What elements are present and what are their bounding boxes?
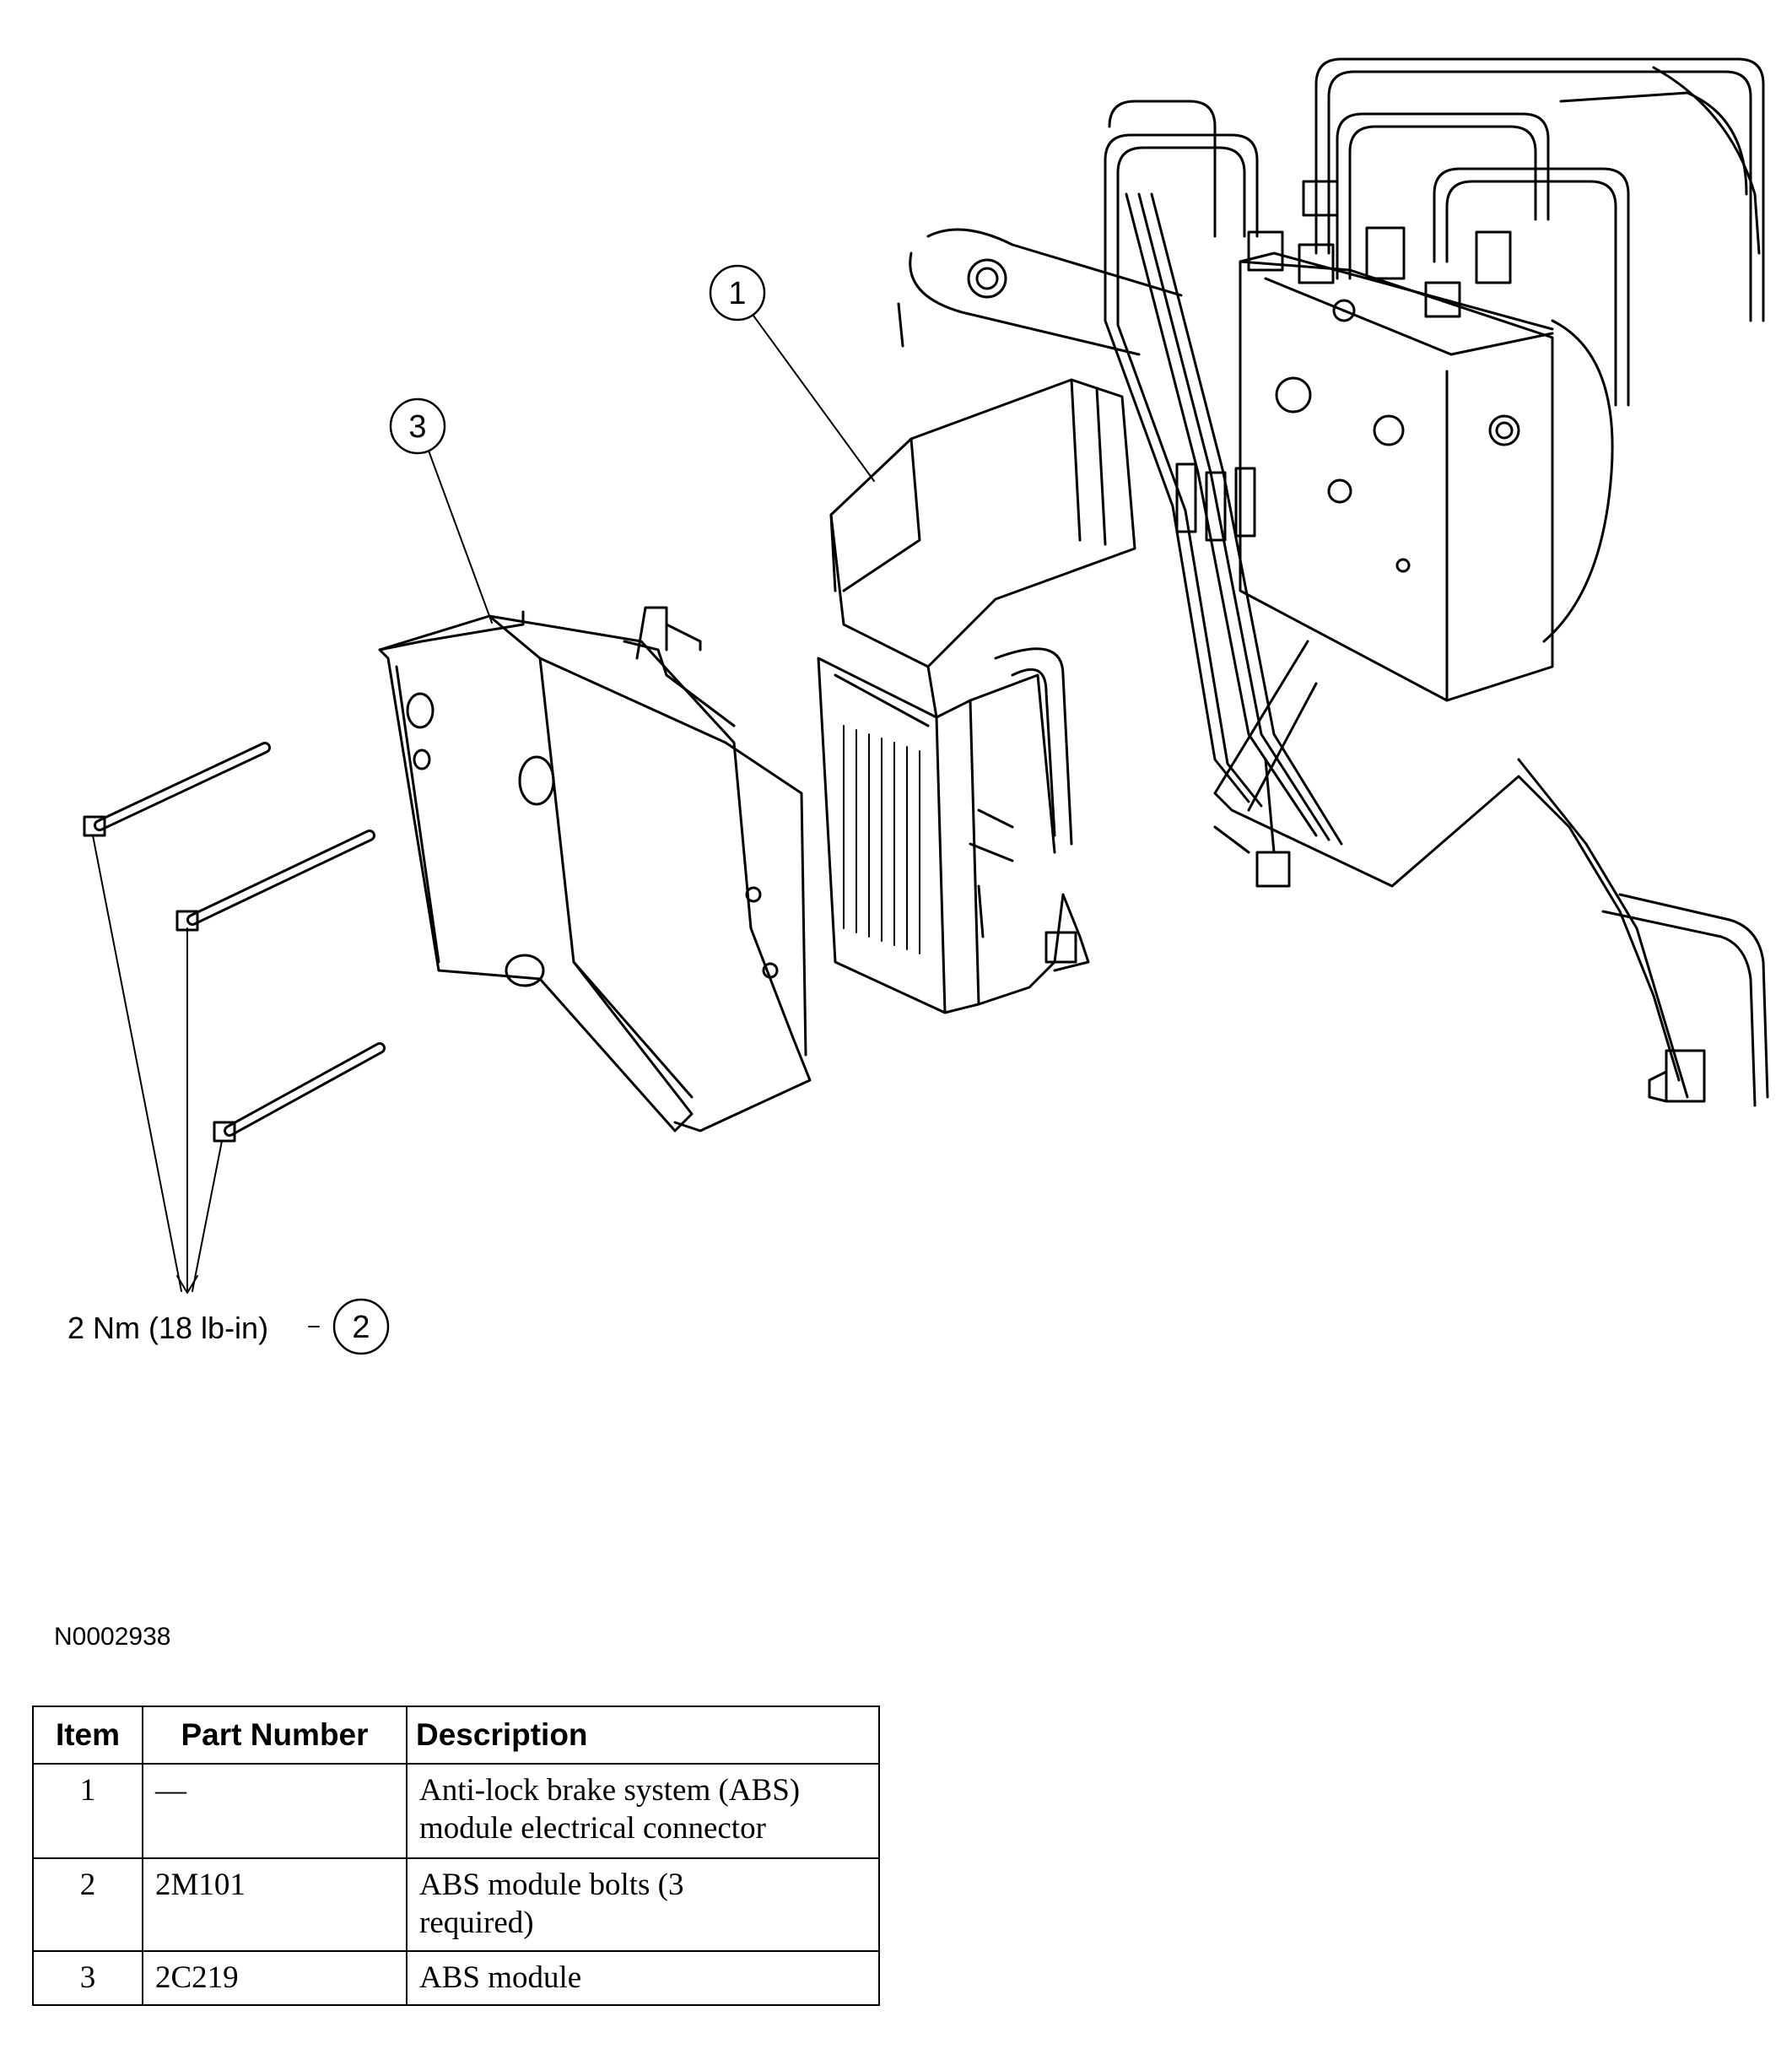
callout-1: 1 — [709, 264, 875, 482]
parts-table: Item Part Number Description 1 — Anti-lo… — [32, 1706, 880, 2006]
cell-description: ABS module bolts (3 required) — [406, 1857, 880, 1952]
abs-bolts-illustration — [83, 742, 386, 1143]
header-item: Item — [32, 1706, 143, 1765]
cell-part-number: 2C219 — [142, 1950, 408, 2006]
callout-3-number: 3 — [408, 409, 426, 445]
cell-item: 3 — [32, 1950, 143, 2006]
header-description: Description — [406, 1706, 880, 1765]
cell-part-number: 2M101 — [142, 1857, 408, 1952]
callout-1-number: 1 — [728, 276, 746, 311]
cell-item: 1 — [32, 1763, 143, 1859]
header-part-number: Part Number — [142, 1706, 408, 1765]
callout-2-number: 2 — [352, 1310, 370, 1345]
cell-part-number: — — [142, 1763, 408, 1859]
table-row: 2 2M101 ABS module bolts (3 required) — [32, 1857, 880, 1952]
description-line: Anti-lock brake system (ABS) — [419, 1773, 801, 1808]
description-line: module electrical connector — [419, 1811, 766, 1846]
callout-2: 2 2 Nm (18 lb-in) — [67, 835, 390, 1355]
abs-connector-illustration — [817, 378, 1136, 1014]
table-row: 3 2C219 ABS module — [32, 1950, 880, 2006]
abs-module-exploded-diagram: 1 3 2 2 Nm (18 lb-in) — [67, 57, 1769, 1355]
cell-item: 2 — [32, 1857, 143, 1952]
abs-module-illustration — [378, 606, 812, 1133]
hydraulic-unit-illustration — [897, 57, 1769, 1107]
description-line: ABS module — [419, 1960, 582, 1995]
cell-description: Anti-lock brake system (ABS) module elec… — [406, 1763, 880, 1859]
cell-description: ABS module — [406, 1950, 880, 2006]
description-line: required) — [419, 1906, 534, 1940]
table-row: 1 — Anti-lock brake system (ABS) module … — [32, 1763, 880, 1859]
callout-3: 3 — [389, 397, 493, 624]
torque-specification: 2 Nm (18 lb-in) — [67, 1311, 268, 1345]
description-line: ABS module bolts (3 — [419, 1868, 684, 1902]
parts-table-header-row: Item Part Number Description — [32, 1706, 880, 1765]
figure-id: N0002938 — [54, 1623, 171, 1651]
